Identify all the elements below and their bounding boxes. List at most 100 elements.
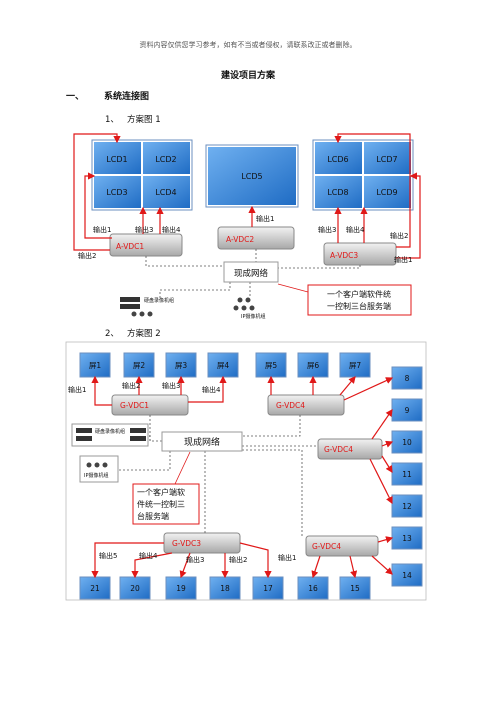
lcd-label: LCD1	[106, 155, 127, 164]
diagram2-network-links	[118, 415, 318, 536]
screen-label: 11	[402, 470, 412, 479]
diagram2-links-gvdc4-top	[267, 375, 394, 401]
network-box	[223, 261, 279, 283]
lcd-tile	[94, 142, 141, 174]
plan2-title: 方案图 2	[127, 329, 161, 339]
diagram2-links-gvdc1	[91, 375, 227, 406]
diagram2-links-gvdc4-right	[369, 409, 394, 505]
ip-camera-group-icon	[233, 297, 255, 311]
note-box	[132, 483, 200, 525]
diagram2-links-gvdc3	[91, 542, 272, 579]
note-box	[307, 284, 412, 316]
diagram2-frame	[65, 341, 427, 601]
lcd-tile	[208, 147, 296, 205]
note-text-line2: 件统一控制三	[137, 499, 185, 509]
diagram1: LCD1 LCD2 LCD3 LCD4 LCD5 LCD6 LCD7 LCD8 …	[73, 133, 421, 320]
server-label: A-VDC2	[226, 235, 254, 244]
screen-label: 10	[402, 438, 412, 447]
screen-tile	[255, 352, 287, 378]
output-label: 输出4	[202, 385, 221, 394]
diagram1-links-right	[334, 133, 421, 259]
output-label: 输出1	[68, 385, 86, 394]
section-number: 一、	[66, 92, 85, 102]
output-label: 输出3	[162, 381, 180, 390]
screen-label: 屏6	[307, 361, 319, 370]
screen-tile	[297, 352, 329, 378]
screen-label: 19	[176, 584, 186, 593]
server-g-vdc4-right: G-VDC4	[317, 438, 383, 460]
server-label: G-VDC4	[312, 542, 341, 551]
output-label: 输出5	[99, 551, 117, 560]
screen-label: 17	[263, 584, 273, 593]
plan1-title: 方案图 1	[127, 115, 161, 125]
document-title: 建设项目方案	[220, 71, 275, 81]
screen-tile	[79, 352, 111, 378]
screen-label: 屏7	[349, 361, 361, 370]
server-a-vdc1: A-VDC1	[109, 233, 183, 257]
server-label: G-VDC1	[120, 401, 149, 410]
diagram1-wall-center: LCD5	[205, 144, 299, 208]
note-text-line1: 一个客户端软	[137, 487, 185, 497]
note-text-line2: 一控制三台服务端	[327, 301, 391, 311]
network-box	[161, 431, 243, 452]
output-label: 输出3	[318, 225, 336, 234]
dvr-group-label: 硬盘录像机组	[144, 297, 174, 304]
output-label: 输出4	[346, 225, 365, 234]
dvr-group-label: 硬盘录像机组	[95, 428, 125, 435]
section-heading: 一、 系统连接图	[66, 89, 149, 102]
lcd-label: LCD4	[155, 188, 176, 197]
section-title: 系统连接图	[104, 92, 150, 102]
screen-tile	[165, 352, 197, 378]
note-text-line3: 台服务端	[137, 511, 169, 521]
output-label: 输出2	[229, 555, 247, 564]
plan2-heading: 2、 方案图 2	[105, 327, 161, 339]
server-label: G-VDC4	[276, 401, 305, 410]
lcd-tile	[94, 176, 141, 208]
screen-tile	[391, 462, 423, 486]
output-label: 输出1	[256, 214, 274, 223]
ip-camera-group-label: IP摄像机组	[241, 313, 266, 320]
dvr-group-icon	[71, 423, 149, 447]
diagram2-screens-top: 屏1 屏2 屏3 屏4 屏5 屏6 屏7	[79, 352, 371, 378]
lcd-tile	[315, 176, 362, 208]
screen-label: 16	[308, 584, 318, 593]
output-label: 输出1	[394, 255, 412, 264]
diagram1-wall-right: LCD6 LCD7 LCD8 LCD9	[312, 139, 414, 211]
output-label: 输出3	[135, 225, 153, 234]
server-g-vdc3: G-VDC3	[163, 532, 241, 554]
lcd-label: LCD5	[241, 172, 262, 181]
lcd-tile	[364, 176, 411, 208]
lcd-tile	[315, 142, 362, 174]
server-label: G-VDC4	[324, 445, 353, 454]
lcd-label: LCD8	[327, 188, 348, 197]
note-text-line1: 一个客户端软件统	[327, 289, 391, 299]
output-label: 输出3	[186, 555, 204, 564]
server-label: A-VDC1	[116, 242, 144, 251]
dvr-group-icon	[120, 297, 153, 317]
screen-label: 屏2	[133, 361, 145, 370]
screen-label: 20	[130, 584, 140, 593]
lcd-label: LCD9	[376, 188, 397, 197]
screen-label: 屏1	[89, 361, 101, 370]
server-label: A-VDC3	[330, 251, 358, 260]
lcd-label: LCD6	[327, 155, 348, 164]
note-pointer	[277, 283, 309, 293]
screen-label: 屏5	[265, 361, 277, 370]
network-label: 现成网络	[234, 268, 269, 279]
diagram2-links-gvdc4-bottom	[311, 536, 394, 579]
screen-label: 12	[402, 502, 412, 511]
output-label: 输出2	[390, 231, 408, 240]
header-note: 资料内容仅供您学习参考，如有不当或者侵权，请联系改正或者删除。	[139, 41, 357, 49]
diagram2-screens-bottom: 21 20 19 18 17 16 15	[79, 576, 371, 600]
server-g-vdc4-top: G-VDC4	[267, 394, 345, 416]
lcd-tile	[143, 176, 190, 208]
network-label: 现成网络	[184, 436, 220, 448]
screen-label: 15	[350, 584, 360, 593]
lcd-label: LCD2	[155, 155, 176, 164]
lcd-tile	[364, 142, 411, 174]
server-a-vdc3: A-VDC3	[323, 242, 397, 266]
screen-label: 屏4	[217, 361, 229, 370]
screen-tile	[391, 563, 423, 587]
lcd-label: LCD3	[106, 188, 127, 197]
